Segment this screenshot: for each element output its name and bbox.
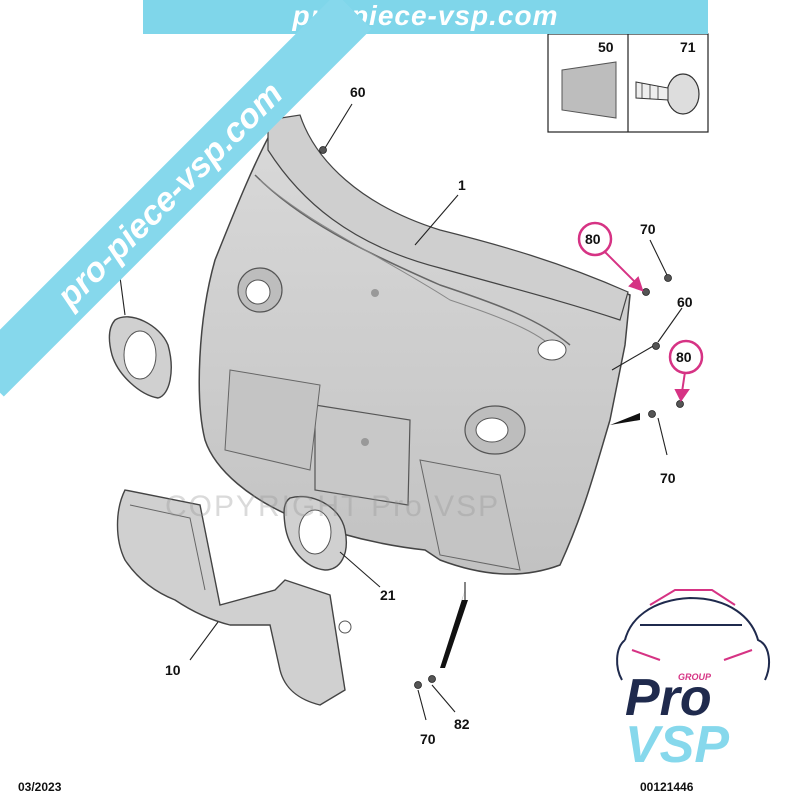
inset-label-71: 71 <box>680 39 696 55</box>
highlight-arrow-80-lower <box>674 371 690 402</box>
lamp-surround-21-left <box>108 316 172 399</box>
callout-80-upper: 80 <box>585 231 601 247</box>
callout-70-upper: 70 <box>640 221 656 237</box>
brand-pro-text: Pro <box>625 669 712 727</box>
label-plate-icon <box>561 61 617 119</box>
callout-60-right: 60 <box>677 294 693 310</box>
callout-21-bottom: 21 <box>380 587 396 603</box>
callout-70-right: 70 <box>660 470 676 486</box>
callout-80-lower: 80 <box>676 349 692 365</box>
fasteners <box>319 146 684 689</box>
copyright-watermark: COPYRIGHT Pro VSP <box>165 490 501 523</box>
highlight-circle-80-upper <box>577 221 613 257</box>
leader-lines <box>117 103 683 721</box>
footer-date: 03/2023 <box>18 780 62 794</box>
watermark-top-text: pro-piece-vsp.com <box>292 0 559 31</box>
brand-vsp-text: VSP <box>625 716 730 774</box>
footer-reference: 00121446 <box>640 780 694 794</box>
highlight-arrow-80-upper <box>604 251 644 292</box>
arrow-indicator <box>610 413 640 425</box>
inset-box: 50 71 <box>547 33 709 133</box>
brand-car-outline <box>616 589 771 681</box>
lower-trim-part-10 <box>116 489 352 706</box>
callout-82: 82 <box>454 716 470 732</box>
arrow-indicator <box>440 590 468 668</box>
highlight-circle-80-lower <box>668 339 704 375</box>
callout-1: 1 <box>458 177 466 193</box>
main-body-part-1 <box>198 114 631 575</box>
lamp-surround-21-bottom <box>283 495 347 571</box>
callout-60-top: 60 <box>350 84 366 100</box>
callout-70-bottom: 70 <box>420 731 436 747</box>
inset-label-50: 50 <box>598 39 614 55</box>
brand-group-text: GROUP <box>678 672 712 682</box>
screw-icon <box>635 73 700 115</box>
callout-10: 10 <box>165 662 181 678</box>
watermark-top-banner: pro-piece-vsp.com <box>143 0 708 34</box>
